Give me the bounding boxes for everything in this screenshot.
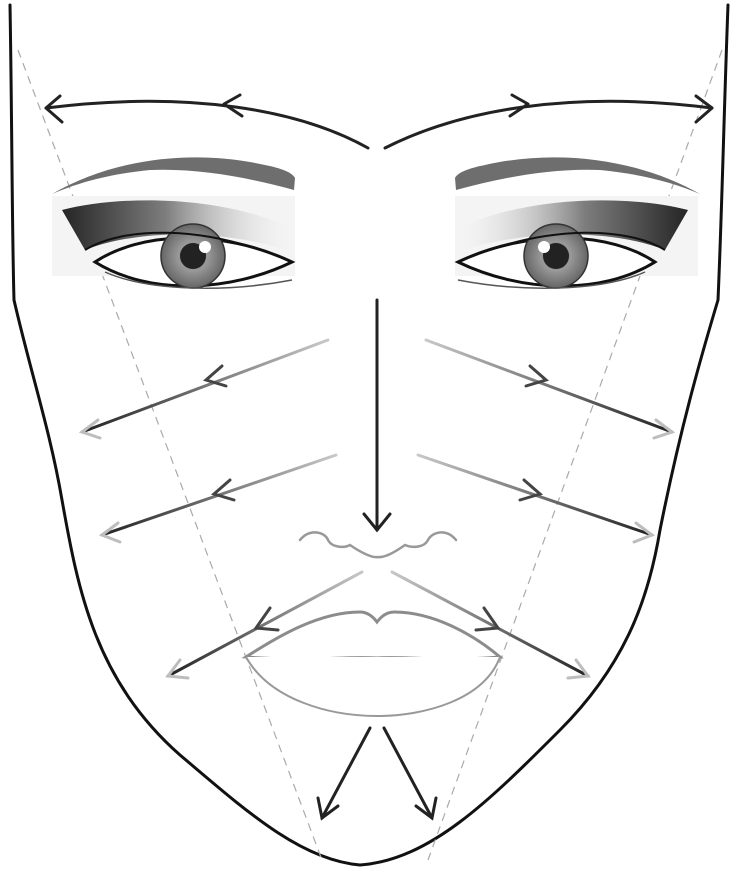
right-eye [455,196,698,288]
chin-arrows [318,728,436,818]
lips [246,612,500,716]
left-eyebrow [52,157,295,194]
nose [300,532,456,557]
face-outline [10,5,728,865]
right-eyebrow [455,157,700,194]
nose-arrow [364,300,390,530]
left-eye [52,196,295,288]
forehead-arrows [46,95,712,148]
